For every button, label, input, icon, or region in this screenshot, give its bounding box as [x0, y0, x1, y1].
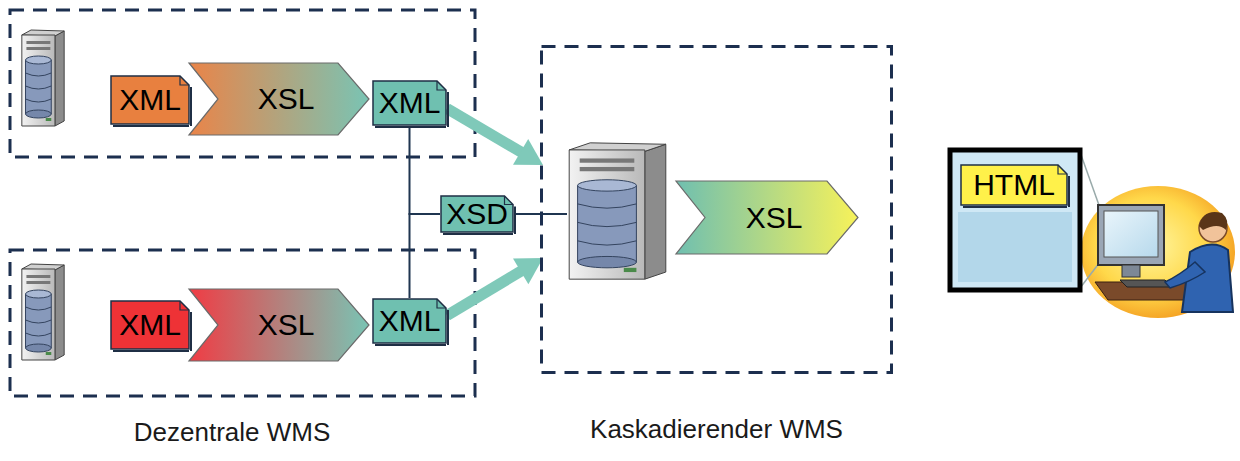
document-label: XML [119, 85, 181, 115]
group-frame [10, 10, 475, 157]
xsl-transform: XSL [188, 62, 370, 136]
xml-document: XML [110, 75, 190, 125]
document-label: XSL [258, 84, 315, 114]
group-frame [10, 250, 475, 396]
xml-document: XML [110, 300, 190, 350]
document-label: XSL [258, 310, 315, 340]
data-flow-arrow [447, 258, 543, 315]
xsl-transform: XSL [675, 180, 859, 255]
user-illustration [950, 150, 1235, 318]
box-heading: Kaskadierender WMS [540, 414, 893, 445]
schema-link [514, 214, 541, 215]
document-label: HTML [973, 170, 1055, 200]
document-label: XML [379, 306, 441, 336]
xml-document: XML [372, 298, 447, 344]
server-icon [22, 264, 64, 360]
server-icon [22, 30, 64, 126]
xsd-schema: XSD [440, 195, 514, 233]
html-document: HTML [960, 164, 1068, 206]
document-label: XML [119, 310, 181, 340]
schema-link [410, 126, 441, 214]
document-label: XML [379, 88, 441, 118]
data-flow-arrow [447, 109, 543, 165]
schema-link [410, 214, 441, 298]
server-icon [569, 143, 666, 279]
document-label: XSL [746, 203, 803, 233]
xsl-transform: XSL [188, 288, 370, 362]
xml-document: XML [372, 80, 447, 126]
cascading-wms-box: Kaskadierender WMSXSL [540, 45, 893, 374]
document-label: XSD [446, 199, 508, 229]
group-label: Dezentrale WMS [32, 417, 432, 448]
